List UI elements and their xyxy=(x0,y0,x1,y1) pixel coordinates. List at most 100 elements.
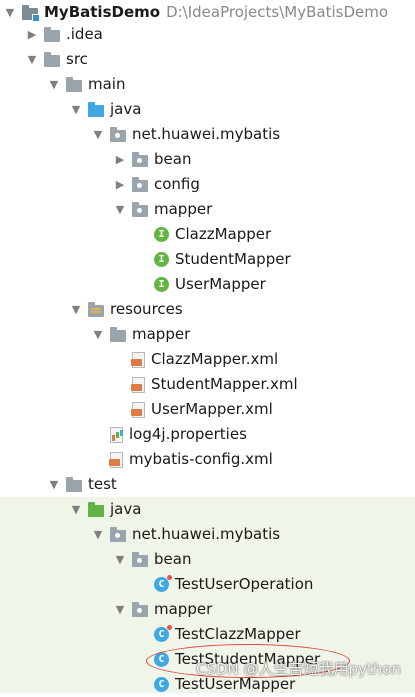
tree-row-test-package[interactable]: ▼ net.huawei.mybatis xyxy=(0,522,415,547)
test-source-folder-icon xyxy=(88,502,104,517)
chevron-down-icon[interactable]: ▼ xyxy=(49,478,59,491)
tree-item-label: StudentMapper.xml xyxy=(151,375,298,393)
tree-row-src[interactable]: ▼ src xyxy=(0,47,415,72)
xml-file-icon xyxy=(131,401,145,418)
tree-item-label: TestUserMapper xyxy=(175,675,296,693)
chevron-down-icon[interactable]: ▼ xyxy=(115,553,125,566)
chevron-right-icon[interactable]: ▶ xyxy=(115,153,125,166)
tree-row-clazzmapper-interface[interactable]: I ClazzMapper xyxy=(0,222,415,247)
tree-row-usermapper-interface[interactable]: I UserMapper xyxy=(0,272,415,297)
tree-row-testuseroperation[interactable]: C TestUserOperation xyxy=(0,572,415,597)
tree-row-project-root[interactable]: ▼ MyBatisDemo D:\IdeaProjects\MyBatisDem… xyxy=(0,0,415,25)
tree-row-test-java[interactable]: ▼ java xyxy=(0,497,415,522)
properties-file-icon xyxy=(110,426,123,443)
watermark: CSDN @人生苦短我用python xyxy=(195,660,401,678)
chevron-right-icon[interactable]: ▶ xyxy=(27,28,37,41)
tree-row-idea[interactable]: ▶ .idea xyxy=(0,22,415,47)
chevron-down-icon[interactable]: ▼ xyxy=(115,603,125,616)
test-class-icon: C xyxy=(154,575,172,592)
tree-row-test-mapper[interactable]: ▼ mapper xyxy=(0,597,415,622)
tree-row-main-java[interactable]: ▼ java xyxy=(0,97,415,122)
chevron-down-icon[interactable]: ▼ xyxy=(93,328,103,341)
tree-row-main-package[interactable]: ▼ net.huawei.mybatis xyxy=(0,122,415,147)
tree-item-label: config xyxy=(154,175,200,193)
tree-row-clazzmapper-xml[interactable]: ClazzMapper.xml xyxy=(0,347,415,372)
folder-icon xyxy=(44,27,60,42)
tree-item-label: mybatis-config.xml xyxy=(129,450,273,468)
tree-item-label: mapper xyxy=(154,200,213,218)
class-icon: C xyxy=(154,677,169,692)
test-class-icon: C xyxy=(154,625,172,642)
folder-icon xyxy=(110,327,126,342)
project-name: MyBatisDemo xyxy=(44,3,161,21)
chevron-down-icon[interactable]: ▼ xyxy=(27,53,37,66)
folder-icon xyxy=(44,52,60,67)
tree-item-label: main xyxy=(88,75,126,93)
tree-item-label: java xyxy=(110,100,142,118)
tree-row-mybatis-config-xml[interactable]: mybatis-config.xml xyxy=(0,447,415,472)
tree-item-label: test xyxy=(88,475,117,493)
tree-row-test[interactable]: ▼ test xyxy=(0,472,415,497)
tree-item-label: log4j.properties xyxy=(129,425,247,443)
tree-row-main[interactable]: ▼ main xyxy=(0,72,415,97)
tree-item-label: mapper xyxy=(132,325,191,343)
tree-item-label: net.huawei.mybatis xyxy=(132,525,281,543)
package-icon xyxy=(132,202,148,217)
tree-item-label: TestUserOperation xyxy=(175,575,314,593)
interface-icon: I xyxy=(154,227,169,242)
tree-row-test-bean[interactable]: ▼ bean xyxy=(0,547,415,572)
chevron-right-icon[interactable]: ▶ xyxy=(115,178,125,191)
module-folder-icon xyxy=(22,5,40,22)
chevron-down-icon[interactable]: ▼ xyxy=(71,503,81,516)
chevron-down-icon[interactable]: ▼ xyxy=(115,203,125,216)
package-icon xyxy=(132,177,148,192)
source-folder-icon xyxy=(88,102,104,117)
interface-icon: I xyxy=(154,277,169,292)
tree-row-resources-mapper[interactable]: ▼ mapper xyxy=(0,322,415,347)
package-icon xyxy=(110,527,126,542)
tree-item-label: UserMapper xyxy=(175,275,266,293)
chevron-down-icon[interactable]: ▼ xyxy=(71,103,81,116)
tree-item-label: UserMapper.xml xyxy=(151,400,273,418)
tree-row-config[interactable]: ▶ config xyxy=(0,172,415,197)
project-path: D:\IdeaProjects\MyBatisDemo xyxy=(166,3,389,21)
tree-row-log4j-properties[interactable]: log4j.properties xyxy=(0,422,415,447)
tree-row-studentmapper-xml[interactable]: StudentMapper.xml xyxy=(0,372,415,397)
tree-item-label: StudentMapper xyxy=(175,250,291,268)
package-icon xyxy=(132,152,148,167)
tree-item-label: ClazzMapper xyxy=(175,225,272,243)
chevron-down-icon[interactable]: ▼ xyxy=(93,128,103,141)
interface-icon: I xyxy=(154,252,169,267)
tree-item-label: net.huawei.mybatis xyxy=(132,125,281,143)
package-icon xyxy=(110,127,126,142)
tree-item-label: bean xyxy=(154,150,192,168)
tree-row-mapper-package[interactable]: ▼ mapper xyxy=(0,197,415,222)
xml-file-icon xyxy=(131,351,145,368)
package-icon xyxy=(132,602,148,617)
tree-row-studentmapper-interface[interactable]: I StudentMapper xyxy=(0,247,415,272)
tree-item-label: bean xyxy=(154,550,192,568)
tree-row-bean[interactable]: ▶ bean xyxy=(0,147,415,172)
tree-row-testusermapper[interactable]: C TestUserMapper xyxy=(0,672,415,697)
tree-item-label: .idea xyxy=(66,25,103,43)
highlight-ellipse xyxy=(146,644,350,678)
tree-row-resources[interactable]: ▼ resources xyxy=(0,297,415,322)
tree-item-label: mapper xyxy=(154,600,213,618)
tree-item-label: java xyxy=(110,500,142,518)
tree-item-label: ClazzMapper.xml xyxy=(151,350,279,368)
tree-row-usermapper-xml[interactable]: UserMapper.xml xyxy=(0,397,415,422)
chevron-down-icon[interactable]: ▼ xyxy=(49,78,59,91)
resources-folder-icon xyxy=(88,302,104,317)
tree-row-testclazzmapper[interactable]: C TestClazzMapper xyxy=(0,622,415,647)
chevron-down-icon[interactable]: ▼ xyxy=(71,303,81,316)
chevron-down-icon[interactable]: ▼ xyxy=(5,6,15,19)
package-icon xyxy=(132,552,148,567)
xml-file-icon xyxy=(109,451,123,468)
chevron-down-icon[interactable]: ▼ xyxy=(93,528,103,541)
folder-icon xyxy=(66,77,82,92)
tree-item-label: src xyxy=(66,50,88,68)
folder-icon xyxy=(66,477,82,492)
tree-item-label: resources xyxy=(110,300,183,318)
tree-item-label: TestClazzMapper xyxy=(175,625,301,643)
